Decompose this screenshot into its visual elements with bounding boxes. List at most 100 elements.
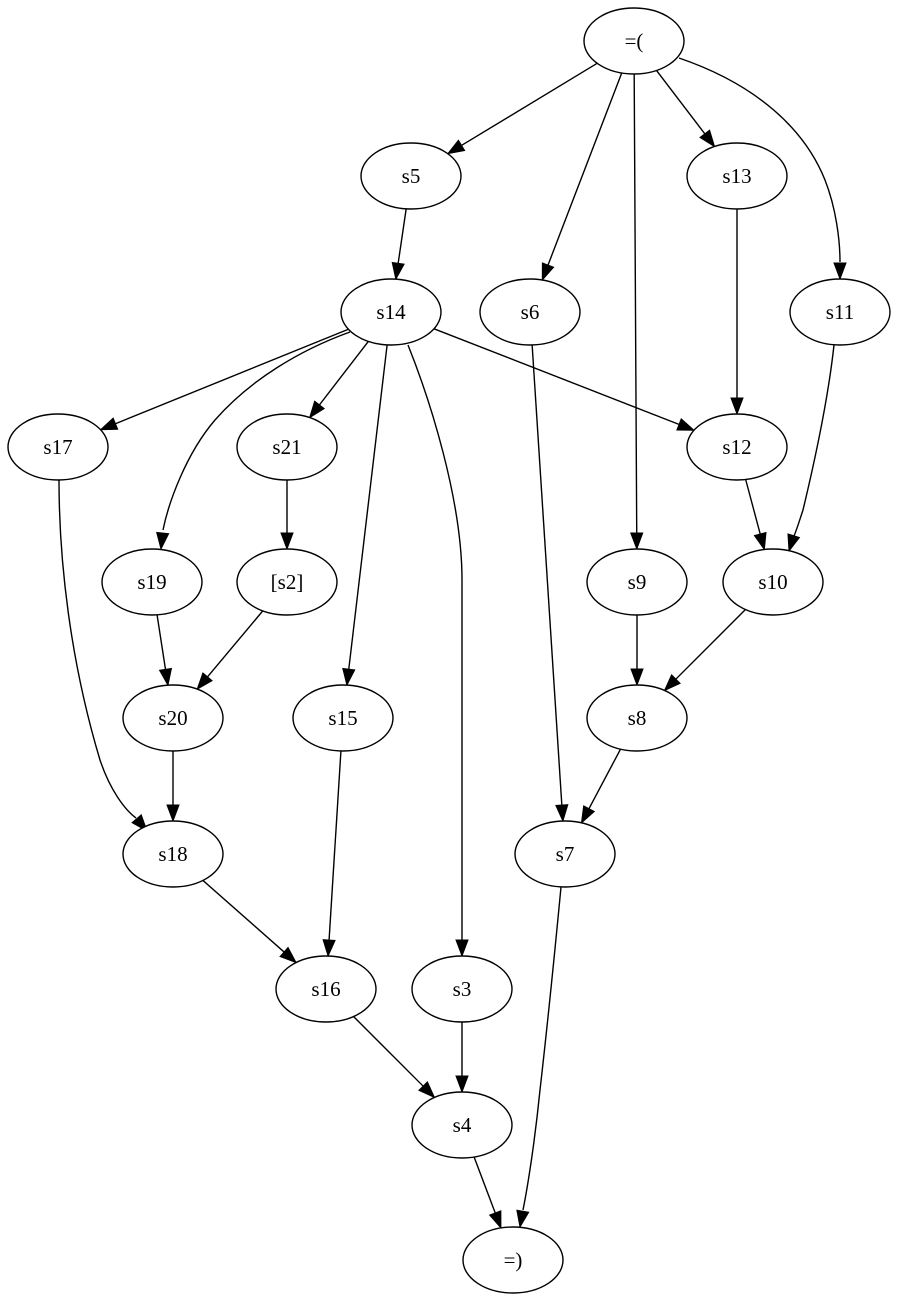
node-label: s19 [137, 570, 166, 594]
node-s4: s4 [411, 1091, 513, 1159]
arrowhead-icon [730, 397, 744, 416]
edges-layer [58, 57, 847, 1230]
node-ellipse [586, 684, 688, 752]
edge-start-to-s6 [541, 72, 623, 282]
arrowhead-icon [99, 417, 119, 431]
arrowhead-icon [541, 262, 555, 282]
node-s8: s8 [586, 684, 688, 752]
node-ellipse [789, 278, 891, 346]
arrowhead-icon [455, 939, 469, 958]
edge-line [546, 72, 623, 268]
edge-line [347, 344, 388, 672]
node-label: s10 [758, 570, 787, 594]
edge-s4-to-end [473, 1156, 502, 1230]
edge-line [792, 344, 835, 539]
edge-s9-to-s8 [630, 615, 644, 687]
node-ellipse [7, 413, 109, 481]
node-s2: [s2] [236, 548, 338, 616]
edge-s19-to-s20 [156, 614, 173, 687]
arrowhead-icon [156, 531, 170, 551]
edge-start-to-s11 [678, 57, 847, 281]
edge-s11-to-s10 [787, 344, 835, 553]
node-ellipse [411, 1091, 513, 1159]
node-s20: s20 [122, 684, 224, 752]
arrowhead-icon [833, 262, 847, 281]
arrowhead-icon [308, 400, 326, 419]
arrowhead-icon [279, 946, 298, 964]
arrowhead-icon [676, 417, 696, 431]
edge-line [744, 479, 762, 537]
arrowhead-icon [455, 1075, 469, 1094]
edge-s3-to-s4 [455, 1022, 469, 1094]
edge-line [433, 328, 682, 426]
node-label: s17 [43, 435, 72, 459]
arrowhead-icon [488, 1210, 502, 1230]
node-label: s15 [328, 706, 357, 730]
node-s21: s21 [236, 413, 338, 481]
edge-line [162, 331, 351, 531]
edge-start-to-s9 [630, 73, 644, 551]
node-s5: s5 [360, 142, 462, 210]
node-label: s20 [158, 706, 187, 730]
node-label: =( [625, 29, 644, 53]
node-label: s18 [158, 842, 187, 866]
edge-s14-to-s19 [156, 331, 351, 551]
node-label: s16 [311, 977, 340, 1001]
edge-s14-to-s15 [342, 344, 388, 687]
arrowhead-icon [166, 804, 180, 823]
node-ellipse [236, 548, 338, 616]
node-s18: s18 [122, 820, 224, 888]
arrowhead-icon [580, 805, 596, 825]
node-label: s12 [722, 435, 751, 459]
edge-s16-to-s4 [353, 1016, 436, 1099]
edge-s14-to-s17 [99, 328, 349, 431]
node-s9: s9 [586, 548, 688, 616]
edge-line [202, 879, 287, 954]
edge-line [317, 340, 369, 407]
node-label: s4 [453, 1113, 472, 1137]
node-label: s7 [556, 842, 575, 866]
edge-s7-to-end [516, 886, 562, 1229]
edge-line [473, 1156, 497, 1216]
edge-s14-to-s3 [407, 344, 469, 958]
node-label: s9 [628, 570, 647, 594]
edge-s10-to-s8 [663, 609, 746, 692]
node-ellipse [514, 820, 616, 888]
arrowhead-icon [753, 531, 767, 551]
edge-s12-to-s10 [744, 479, 767, 551]
arrowhead-icon [280, 532, 294, 551]
edge-line [353, 1016, 426, 1089]
edge-line [633, 73, 638, 536]
node-s3: s3 [411, 955, 513, 1023]
arrowhead-icon [630, 668, 644, 687]
node-label: s14 [376, 300, 406, 324]
edge-s6-to-s7 [531, 344, 569, 823]
edge-line [678, 57, 841, 263]
arrowhead-icon [342, 667, 356, 687]
node-label: s13 [722, 164, 751, 188]
node-ellipse [275, 955, 377, 1023]
edge-s15-to-s16 [322, 750, 342, 958]
node-s12: s12 [686, 413, 788, 481]
edge-s14-to-s21 [308, 340, 369, 419]
node-ellipse [686, 413, 788, 481]
arrowhead-icon [516, 1209, 530, 1229]
arrowhead-icon [555, 804, 569, 823]
node-s14: s14 [340, 278, 442, 346]
arrowhead-icon [158, 667, 173, 687]
edge-line [655, 70, 707, 136]
edge-line [587, 748, 622, 811]
node-ellipse [101, 548, 203, 616]
edge-line [58, 479, 137, 819]
node-ellipse [583, 7, 685, 75]
node-start: =( [583, 7, 685, 75]
node-ellipse [122, 684, 224, 752]
arrowhead-icon [630, 532, 644, 551]
node-ellipse [686, 142, 788, 210]
node-end: =) [462, 1226, 564, 1294]
node-s10: s10 [722, 548, 824, 616]
edge-s17-to-s18 [58, 479, 148, 833]
node-s19: s19 [101, 548, 203, 616]
